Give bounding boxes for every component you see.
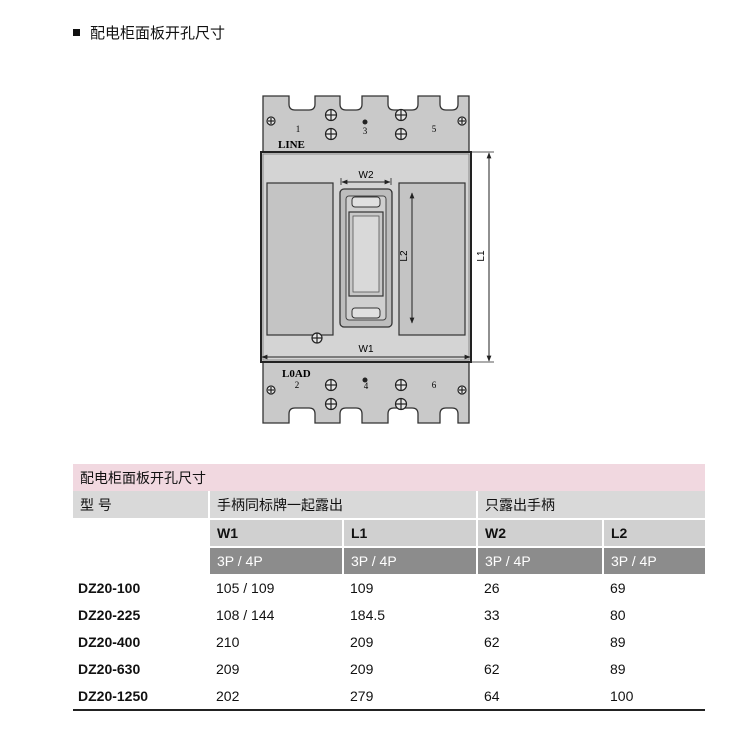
table-title: 配电柜面板开孔尺寸 bbox=[73, 464, 705, 491]
pole-label: 3P / 4P bbox=[602, 547, 705, 574]
l1-cell: 209 bbox=[350, 660, 374, 677]
model-cell: DZ20-630 bbox=[78, 660, 141, 677]
terminal-label-6: 6 bbox=[432, 380, 437, 390]
dimension-l2-label: L2 bbox=[399, 250, 410, 262]
model-cell: DZ20-400 bbox=[78, 633, 141, 650]
w2-cell: 64 bbox=[477, 682, 603, 711]
w2-cell: 62 bbox=[484, 660, 500, 677]
screw-icon bbox=[266, 108, 467, 141]
l2-cell: 80 bbox=[610, 606, 626, 623]
terminal-label-5: 5 bbox=[432, 124, 437, 134]
l1-cell: 109 bbox=[350, 579, 374, 596]
table-row: DZ20-1250 202 279 64 100 bbox=[73, 682, 705, 711]
terminal-label-2: 2 bbox=[295, 380, 300, 390]
dimension-w1-label: W1 bbox=[359, 344, 374, 355]
w1-cell: 209 bbox=[216, 660, 240, 677]
group-header-handle-with-plate: 手柄同标牌一起露出 bbox=[208, 491, 477, 520]
page-heading: 配电柜面板开孔尺寸 bbox=[73, 22, 225, 43]
l1-cell: 184.5 bbox=[350, 606, 386, 623]
page-heading-text: 配电柜面板开孔尺寸 bbox=[90, 25, 226, 42]
line-label: LINE bbox=[278, 139, 305, 151]
pole-label: 3P / 4P bbox=[342, 547, 477, 574]
terminal-label-1: 1 bbox=[296, 124, 301, 134]
pole-label: 3P / 4P bbox=[476, 547, 603, 574]
bottom-terminal-block bbox=[262, 361, 470, 424]
col-header-w2: W2 bbox=[476, 519, 603, 548]
pole-label: 3P / 4P bbox=[208, 547, 343, 574]
table-row: DZ20-225 108 / 144 184.5 33 80 bbox=[73, 601, 705, 628]
screw-icon bbox=[266, 332, 467, 411]
left-nameplate bbox=[266, 182, 334, 336]
dimension-w2-label: W2 bbox=[359, 170, 374, 181]
load-label: L0AD bbox=[282, 368, 311, 380]
l1-cell: 279 bbox=[343, 682, 477, 711]
l1-cell: 209 bbox=[350, 633, 374, 650]
terminal-label-4: 4 bbox=[364, 381, 369, 391]
panel-cutout-table: 配电柜面板开孔尺寸 型 号 手柄同标牌一起露出 只露出手柄 W1 L1 W2 L… bbox=[73, 464, 705, 711]
breaker-panel-diagram: 1 3 5 LINE L0AD 2 4 6 W1 W2 L2 L1 bbox=[260, 95, 494, 424]
l2-cell: 69 bbox=[610, 579, 626, 596]
table-row: DZ20-630 209 209 62 89 bbox=[73, 655, 705, 682]
col-header-w1: W1 bbox=[208, 519, 343, 548]
w2-cell: 26 bbox=[484, 579, 500, 596]
col-header-l2: L2 bbox=[602, 519, 705, 548]
table-row: DZ20-100 105 / 109 109 26 69 bbox=[73, 574, 705, 601]
table-row: DZ20-400 210 209 62 89 bbox=[73, 628, 705, 655]
w1-cell: 202 bbox=[209, 682, 343, 711]
model-cell: DZ20-100 bbox=[78, 579, 141, 596]
model-cell: DZ20-1250 bbox=[73, 682, 209, 711]
l2-cell: 89 bbox=[610, 660, 626, 677]
w2-cell: 62 bbox=[484, 633, 500, 650]
col-header-l1: L1 bbox=[342, 519, 477, 548]
model-header: 型 号 bbox=[73, 491, 209, 520]
table-pole-row: 3P / 4P 3P / 4P 3P / 4P 3P / 4P bbox=[73, 547, 705, 574]
handle-slot-bottom bbox=[351, 307, 381, 319]
table-title-row: 配电柜面板开孔尺寸 bbox=[73, 464, 705, 491]
l2-cell: 100 bbox=[603, 682, 705, 711]
table-group-row: 型 号 手柄同标牌一起露出 只露出手柄 bbox=[73, 491, 705, 520]
l2-cell: 89 bbox=[610, 633, 626, 650]
table-subheader-row: W1 L1 W2 L2 bbox=[73, 519, 705, 548]
w2-cell: 33 bbox=[484, 606, 500, 623]
dimension-l1-label: L1 bbox=[476, 250, 487, 262]
model-cell: DZ20-225 bbox=[78, 606, 141, 623]
bullet-square-icon bbox=[73, 29, 80, 36]
w1-cell: 105 / 109 bbox=[216, 579, 275, 596]
terminal-label-3: 3 bbox=[363, 126, 368, 136]
group-header-handle-only: 只露出手柄 bbox=[476, 491, 705, 520]
w1-cell: 108 / 144 bbox=[216, 606, 275, 623]
handle-slot-top bbox=[351, 196, 381, 208]
w1-cell: 210 bbox=[216, 633, 240, 650]
